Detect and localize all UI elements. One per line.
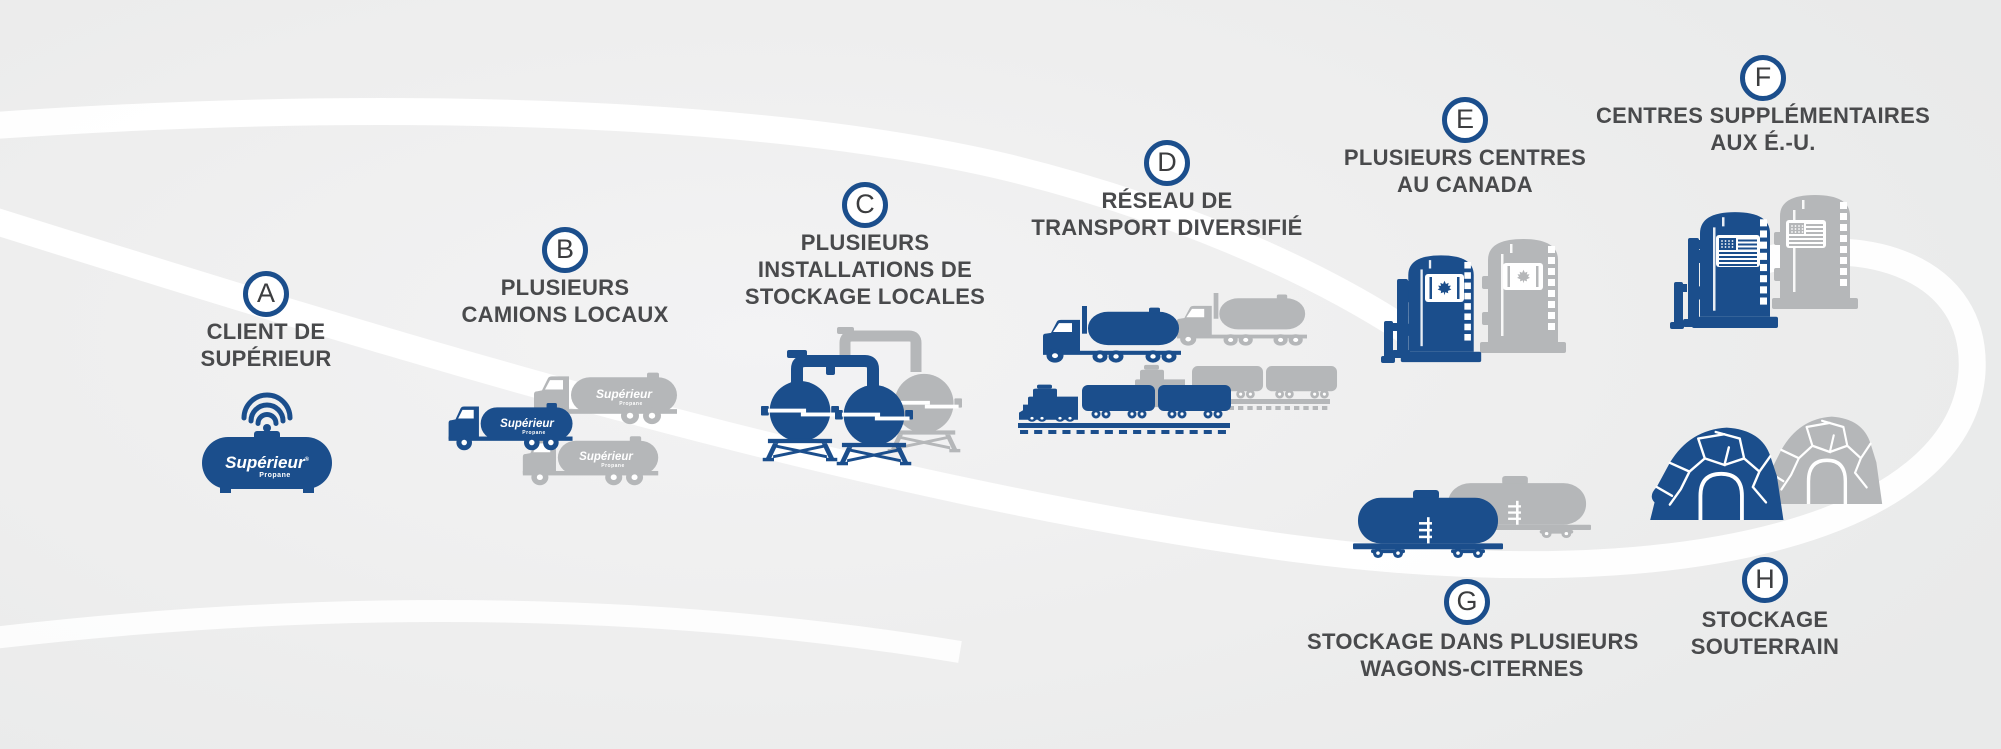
- gray-cavern-icon: [1762, 414, 1885, 506]
- node-a-badge: A: [243, 271, 289, 317]
- wifi-icon: [241, 392, 293, 426]
- blue-tank-car-icon: [1353, 490, 1503, 558]
- node-h-letter: H: [1755, 563, 1775, 594]
- blue-us-tank-icon: [1670, 212, 1778, 329]
- node-a-letter: A: [256, 277, 275, 308]
- node-a-label: CLIENT DE SUPÉRIEUR: [126, 318, 406, 372]
- node-b-letter: B: [555, 233, 574, 264]
- underground-storage-icon: [1648, 414, 1885, 522]
- node-e-label-line2: AU CANADA: [1397, 172, 1533, 197]
- brand-logo-text: Supérieur®: [225, 453, 309, 472]
- gray-us-tank-icon: [1772, 195, 1858, 309]
- node-b-label-line2: CAMIONS LOCAUX: [461, 302, 669, 327]
- node-a-label-line1: CLIENT DE: [206, 319, 326, 344]
- node-c-label-line2: INSTALLATIONS DE: [757, 257, 973, 282]
- node-h-label-line1: STOCKAGE: [1701, 607, 1829, 632]
- gray-semi-truck-icon: [1176, 293, 1307, 346]
- svg-text:Supérieur: Supérieur: [579, 451, 633, 463]
- node-c-label-line3: STOCKAGE LOCALES: [744, 284, 986, 309]
- canada-terminal-icon: [1381, 239, 1566, 363]
- node-g-letter: G: [1456, 585, 1478, 616]
- node-f-letter: F: [1754, 61, 1772, 92]
- node-h-badge: H: [1742, 557, 1788, 603]
- node-d-letter: D: [1157, 146, 1177, 177]
- gray-train-icon: [1126, 364, 1338, 410]
- node-d-label-line1: RÉSEAU DE: [1101, 188, 1233, 213]
- blue-train-icon: [1018, 384, 1231, 434]
- node-e-badge: E: [1442, 97, 1488, 143]
- node-d-label: RÉSEAU DE TRANSPORT DIVERSIFIÉ: [997, 187, 1337, 241]
- svg-text:Propane: Propane: [259, 472, 291, 479]
- truck-and-train-icon: [1018, 293, 1338, 434]
- svg-text:Supérieur: Supérieur: [596, 387, 653, 401]
- node-g-label-line1: STOCKAGE DANS PLUSIEURS: [1307, 629, 1639, 654]
- pipes-icon: [1381, 279, 1412, 363]
- us-terminal-icon: [1670, 195, 1858, 329]
- node-h-label-line2: SOUTERRAIN: [1690, 634, 1840, 659]
- local-storage-tanks-icon: [761, 327, 962, 466]
- node-c-label: PLUSIEURS INSTALLATIONS DE STOCKAGE LOCA…: [705, 229, 1025, 310]
- gray-canada-tank-icon: [1480, 239, 1566, 353]
- node-c-badge: C: [842, 182, 888, 228]
- node-e-label-line1: PLUSIEURS CENTRES: [1343, 145, 1587, 170]
- node-f-label-line2: AUX É.-U.: [1710, 130, 1816, 155]
- svg-text:Propane: Propane: [619, 401, 643, 407]
- blue-cavern-icon: [1648, 425, 1786, 522]
- node-b-label: PLUSIEURS CAMIONS LOCAUX: [405, 274, 725, 328]
- node-b-badge: B: [542, 227, 588, 273]
- node-f-label-line1: CENTRES SUPPLÉMENTAIRES: [1595, 103, 1931, 128]
- gray-storage-tank-icon: [837, 327, 962, 453]
- blue-storage-tanks-icon: [761, 350, 913, 466]
- blue-semi-truck-icon: [1043, 306, 1181, 363]
- node-c-letter: C: [855, 188, 875, 219]
- rail-tank-cars-icon: [1353, 476, 1591, 558]
- node-d-badge: D: [1144, 140, 1190, 186]
- node-f-label: CENTRES SUPPLÉMENTAIRES AUX É.-U.: [1588, 102, 1938, 156]
- node-e-letter: E: [1455, 103, 1474, 134]
- node-e-label: PLUSIEURS CENTRES AU CANADA: [1305, 144, 1625, 198]
- node-g-label: STOCKAGE DANS PLUSIEURS WAGONS-CITERNES: [1307, 628, 1639, 682]
- blue-canada-tank-icon: [1381, 255, 1482, 363]
- node-f-badge: F: [1740, 55, 1786, 101]
- pipes-icon: [1670, 238, 1703, 329]
- local-delivery-trucks-icon: Supérieur Propane Supérieur Propane Supé…: [448, 372, 677, 486]
- propane-tank-wifi-icon: Supérieur® Propane: [202, 392, 332, 493]
- node-c-label-line1: PLUSIEURS: [800, 230, 930, 255]
- svg-text:Supérieur: Supérieur: [500, 418, 554, 430]
- node-g-badge: G: [1444, 579, 1490, 625]
- node-b-label-line1: PLUSIEURS: [500, 275, 630, 300]
- svg-text:Propane: Propane: [601, 463, 625, 469]
- node-g-label-line2: WAGONS-CITERNES: [1360, 656, 1584, 681]
- node-h-label: STOCKAGE SOUTERRAIN: [1605, 606, 1925, 660]
- node-a-label-line2: SUPÉRIEUR: [200, 346, 332, 371]
- node-d-label-line2: TRANSPORT DIVERSIFIÉ: [1031, 215, 1303, 240]
- svg-text:Propane: Propane: [522, 430, 546, 436]
